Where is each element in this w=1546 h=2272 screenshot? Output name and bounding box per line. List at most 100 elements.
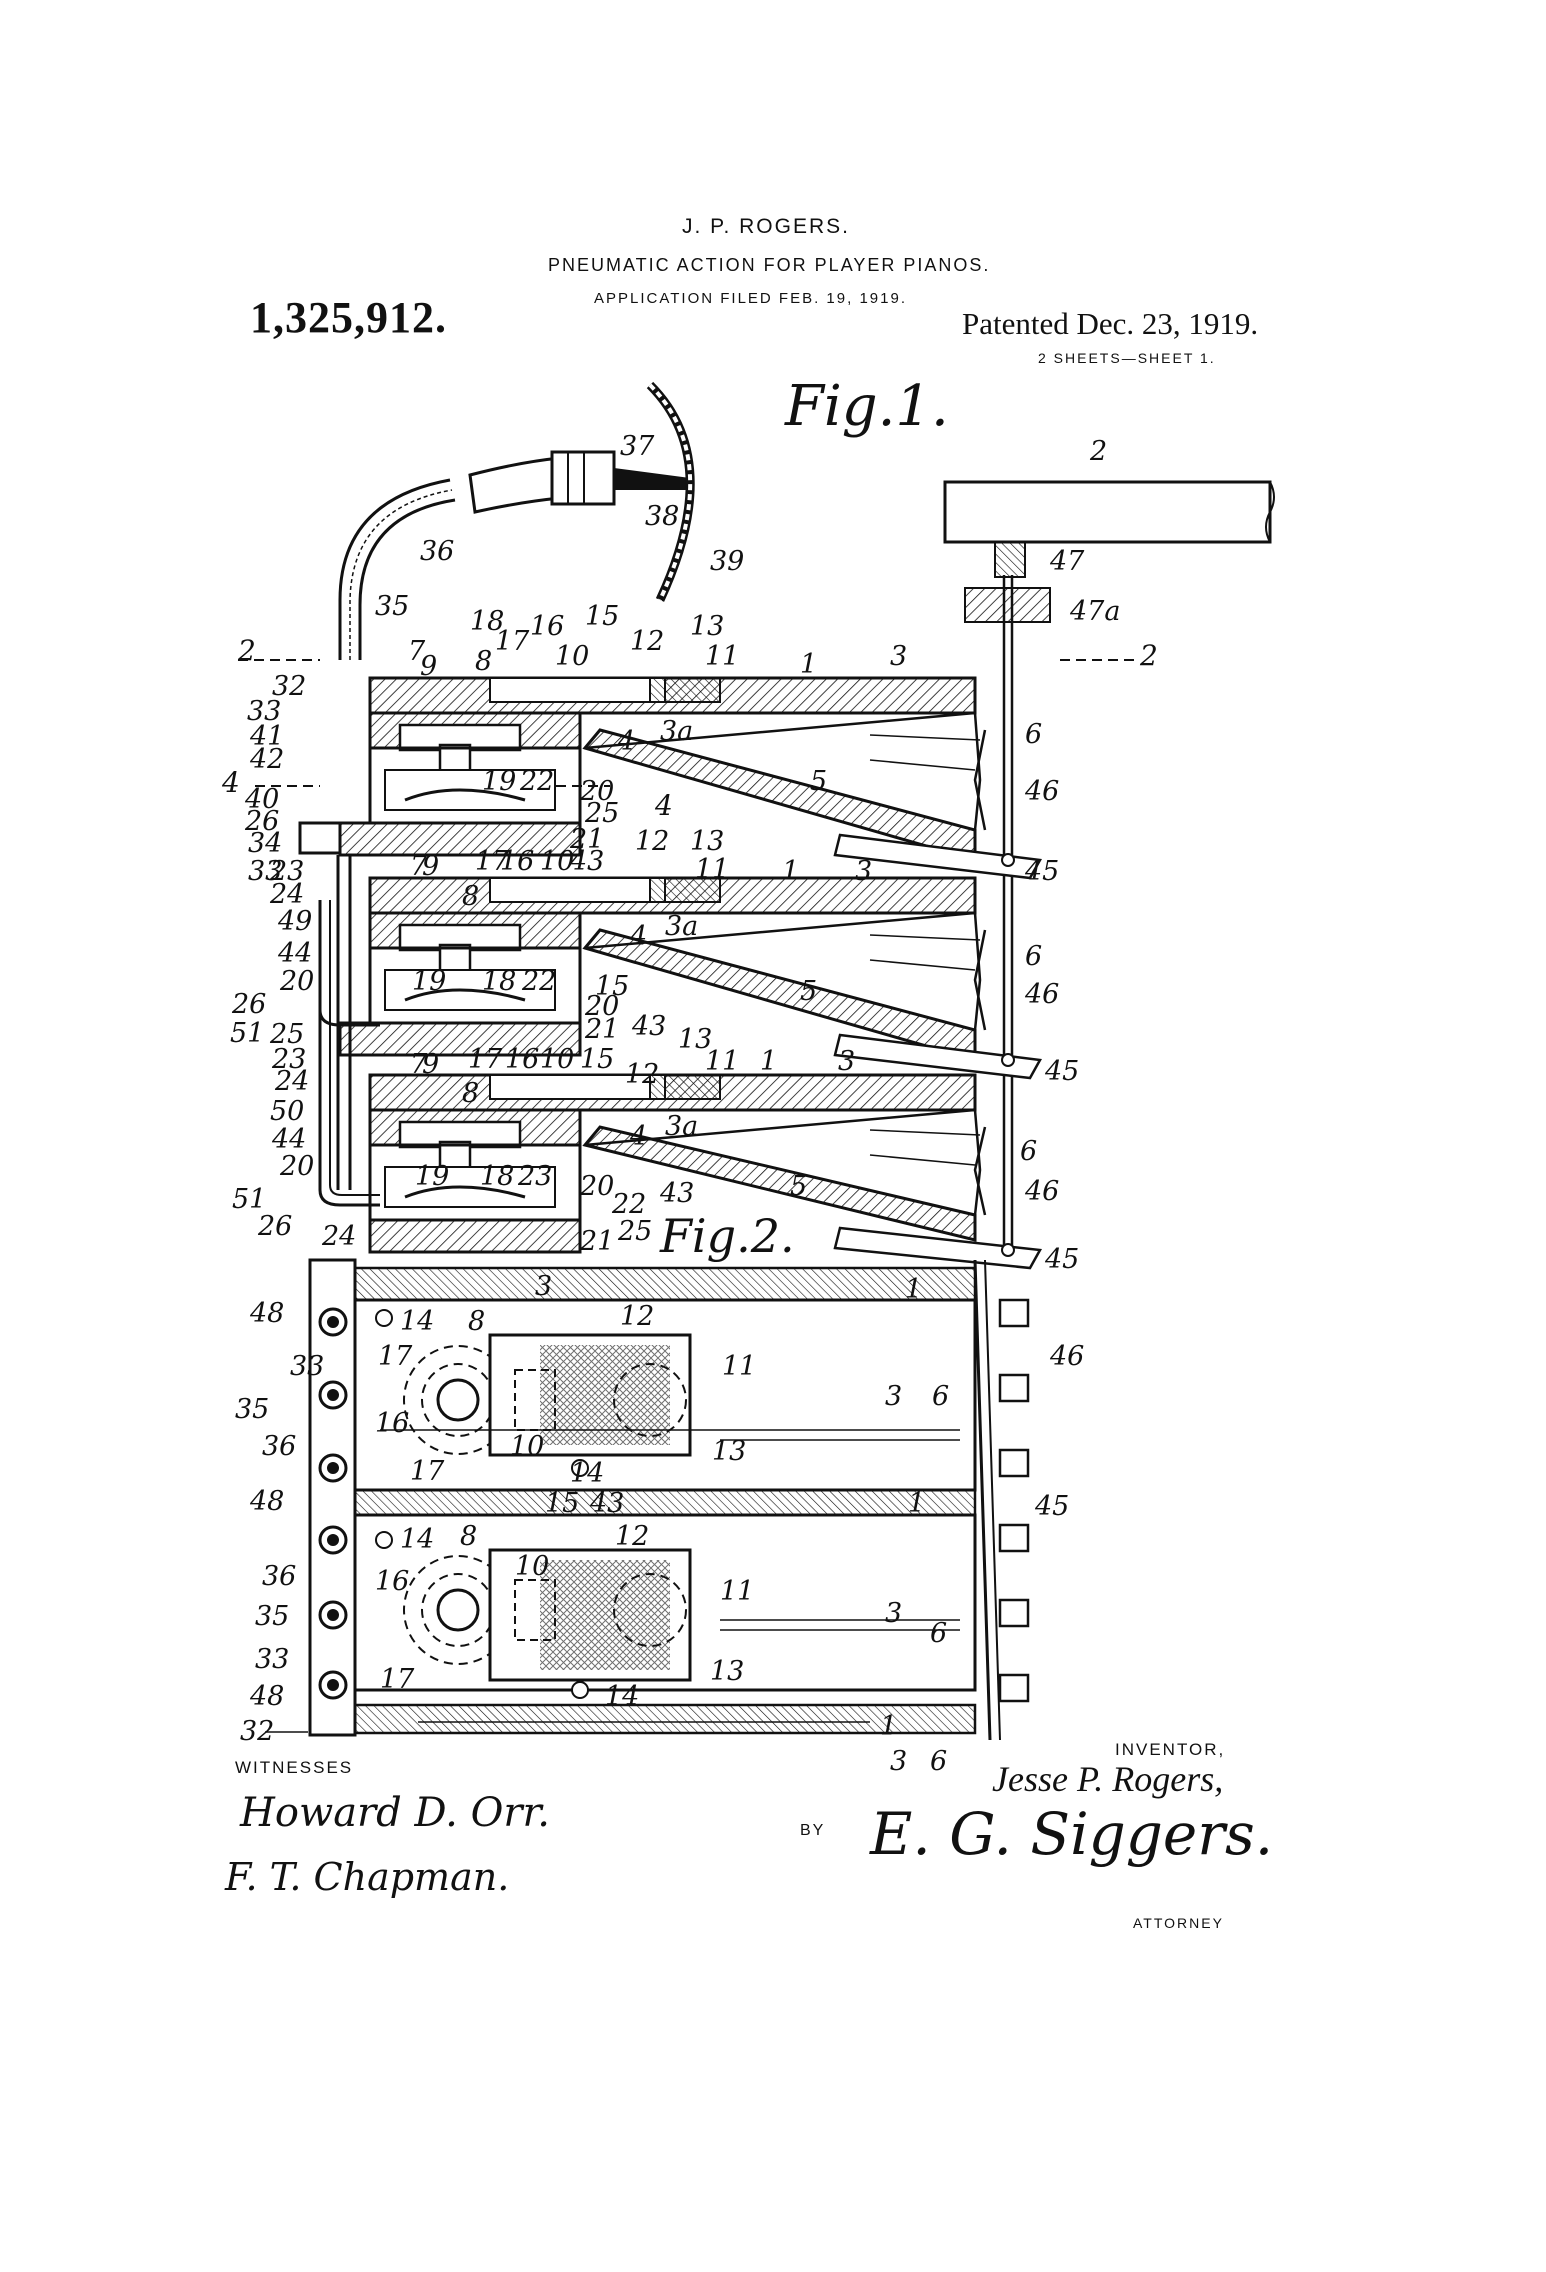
ref-label: 6 [932, 1381, 949, 1412]
ref-label: 48 [249, 1486, 284, 1517]
ref-label: 48 [249, 1298, 284, 1329]
ref-label: 16 [375, 1408, 409, 1439]
ref-label: 48 [249, 1681, 284, 1712]
ref-label: 21 [584, 1014, 619, 1045]
ref-label: 16 [505, 1044, 539, 1075]
ref-label: 5 [810, 766, 827, 797]
ref-label: 33 [248, 856, 282, 887]
ref-label: 3a [665, 1111, 698, 1142]
patented-date: Patented Dec. 23, 1919. [962, 306, 1259, 341]
ref-label: 15 [545, 1488, 579, 1519]
witnesses-label: WITNESSES [235, 1758, 354, 1777]
ref-label: 3a [660, 716, 693, 747]
ref-label: 3 [855, 856, 872, 887]
patent-number: 1,325,912. [250, 293, 447, 342]
ref-label: 6 [1020, 1136, 1037, 1167]
ref-label: 13 [712, 1436, 746, 1467]
ref-label: 18 [480, 1161, 514, 1192]
ref-label: 15 [595, 971, 629, 1002]
ref-label: 17 [495, 626, 530, 657]
ref-label: 1 [880, 1711, 897, 1742]
ref-label: 21 [579, 1226, 614, 1257]
ref-label: 3 [890, 641, 907, 672]
ref-label: 5 [800, 976, 817, 1007]
ref-label: 11 [720, 1576, 754, 1607]
ref-label: 3a [665, 911, 698, 942]
ref-label: 3 [838, 1046, 855, 1077]
ref-label: 33 [247, 696, 281, 727]
ref-label: 16 [375, 1566, 409, 1597]
ref-label: 45 [1044, 1056, 1079, 1087]
ref-label: 13 [678, 1024, 712, 1055]
ref-label: 10 [540, 846, 574, 877]
ref-label: 1 [760, 1046, 777, 1077]
witness-signature-1: Howard D. Orr. [240, 1790, 550, 1836]
supply-pipes [318, 855, 380, 1207]
ref-label: 17 [378, 1341, 413, 1372]
ref-label: 46 [1049, 1341, 1084, 1372]
ref-label: 25 [269, 1019, 304, 1050]
ref-label: 45 [1024, 856, 1059, 887]
ref-label: 22 [521, 966, 556, 997]
ref-label: 9 [422, 1049, 439, 1080]
ref-label: 16 [500, 846, 534, 877]
ref-label: 14 [605, 1681, 639, 1712]
ref-label: 1 [908, 1488, 925, 1519]
ref-label: 17 [475, 846, 510, 877]
ref-label: 43 [631, 1011, 666, 1042]
ref-label: 34 [248, 828, 282, 859]
ref-label: 17 [380, 1664, 415, 1695]
ref-label: 3 [535, 1271, 552, 1302]
ref-label: 4 [629, 921, 647, 952]
ref-label: 26 [244, 806, 279, 837]
ref-label: 44 [277, 938, 312, 969]
ref-label: 4 [617, 726, 635, 757]
ref-label: 50 [270, 1096, 304, 1127]
ref-label: 44 [271, 1124, 306, 1155]
ref-label: 19 [412, 966, 446, 997]
ref-label: 24 [274, 1066, 309, 1097]
section-mark: 4 [654, 789, 673, 822]
fig1-title: Fig.1. [784, 374, 949, 439]
ref-label: 35 [235, 1394, 269, 1425]
ref-label: 24 [321, 1221, 356, 1252]
ref-label: 17 [410, 1456, 445, 1487]
pneumatic-stack-3 [368, 1073, 1043, 1270]
ref-label: 14 [400, 1306, 434, 1337]
ref-label: 10 [515, 1551, 549, 1582]
ref-label: 20 [279, 1151, 314, 1182]
fig2-plan-view [308, 1258, 1030, 1741]
ref-label: 7 [410, 851, 428, 882]
section-mark: 2 [1139, 639, 1158, 672]
fig1-reference-numerals: 2 47 47a 37 38 39 36 35 18 17 16 15 12 1… [230, 431, 1120, 1275]
ref-label: 15 [585, 601, 619, 632]
ref-label: 35 [375, 591, 409, 622]
ref-label: 26 [231, 989, 266, 1020]
ref-label: 1 [782, 856, 799, 887]
ref-label: 36 [262, 1431, 296, 1462]
ref-label: 1 [800, 649, 817, 680]
ref-label: 37 [620, 431, 655, 462]
ref-label: 26 [257, 1211, 292, 1242]
ref-label: 36 [262, 1561, 296, 1592]
ref-label: 17 [468, 1044, 503, 1075]
ref-label: 22 [611, 1189, 646, 1220]
ref-label: 8 [462, 1078, 479, 1109]
ref-label: 12 [615, 1521, 649, 1552]
ref-label: 13 [710, 1656, 744, 1687]
ref-label: 20 [579, 776, 614, 807]
ref-label: 46 [1024, 979, 1059, 1010]
ref-label: 51 [230, 1018, 264, 1049]
ref-label: 3 [885, 1381, 902, 1412]
ref-label: 9 [422, 851, 439, 882]
sheet-count: 2 SHEETS—SHEET 1. [1038, 350, 1216, 366]
ref-label: 38 [645, 501, 679, 532]
ref-label: 47 [1049, 546, 1085, 577]
ref-label: 16 [530, 611, 564, 642]
ref-label: 9 [420, 651, 437, 682]
ref-label: 4 [629, 1121, 647, 1152]
ref-label: 33 [290, 1351, 324, 1382]
inventor-surname: J. P. ROGERS. [682, 215, 850, 238]
ref-label: 11 [705, 641, 739, 672]
